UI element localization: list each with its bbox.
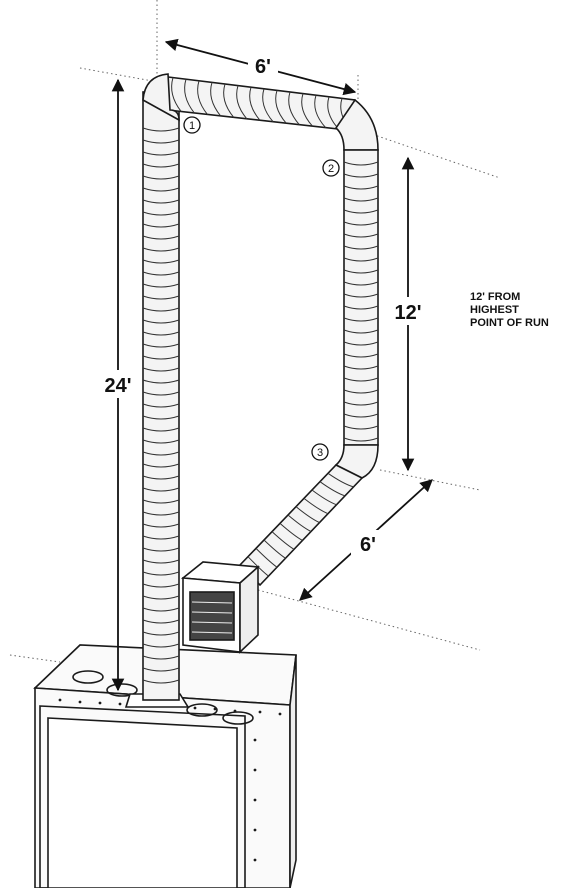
duct-rib: [142, 439, 180, 444]
duct-rib: [142, 139, 180, 144]
duct-rib: [142, 583, 180, 588]
duct-rib: [343, 353, 379, 358]
duct-rib: [343, 401, 379, 406]
duct-rib: [343, 305, 379, 310]
duct-rib: [142, 607, 180, 612]
duct-rib: [343, 365, 379, 370]
duct-rib: [142, 247, 180, 252]
duct-rib: [255, 547, 278, 568]
termination-box: [180, 561, 260, 654]
duct-rib: [142, 319, 180, 324]
marker-1: 1: [183, 116, 201, 134]
duct-rib: [343, 329, 379, 334]
duct-rib: [343, 341, 379, 346]
duct-rib: [301, 93, 313, 127]
dim-right-drop: 12': [394, 302, 421, 324]
duct-rib: [343, 233, 379, 238]
duct-rib: [271, 531, 295, 550]
duct-rib: [142, 223, 180, 228]
duct-rib: [142, 355, 180, 360]
duct-rib: [142, 643, 180, 648]
duct-rib: [343, 185, 379, 190]
marker-3: 3: [311, 443, 329, 461]
duct-rib: [343, 389, 379, 394]
duct-rib: [343, 317, 379, 322]
duct-rib: [142, 379, 180, 384]
duct-rib: [142, 307, 180, 312]
dim-top-width: 6': [255, 56, 271, 78]
note-line-3: POINT OF RUN: [470, 317, 549, 329]
duct-rib: [142, 199, 180, 204]
dim-total-height: 24': [104, 375, 131, 397]
duct-rib: [142, 595, 180, 600]
duct-rib: [142, 475, 180, 480]
marker-1-label: 1: [189, 120, 195, 132]
duct-rib: [142, 415, 180, 420]
duct-rib: [142, 631, 180, 636]
note-line-1: 12' FROM: [470, 291, 520, 303]
duct-vertical-left: [142, 91, 180, 701]
duct-rib: [247, 556, 269, 577]
duct-rib: [142, 235, 180, 240]
duct-rib: [142, 187, 180, 192]
duct-rib: [142, 451, 180, 456]
duct-rib: [142, 619, 180, 624]
duct-rib: [142, 331, 180, 336]
fireplace-unit: [33, 644, 297, 888]
duct-rib: [314, 95, 326, 128]
duct-rib: [142, 163, 180, 168]
duct-rib: [142, 511, 180, 516]
duct-rib: [142, 391, 180, 396]
duct-rib: [142, 295, 180, 300]
duct-rib: [343, 161, 379, 166]
duct-rib: [343, 257, 379, 262]
duct-rib: [343, 209, 379, 214]
duct-rib: [142, 667, 180, 672]
duct-rib: [343, 221, 379, 226]
duct-rib: [142, 127, 180, 132]
note-highest-point: 12' FROM HIGHEST POINT OF RUN: [470, 291, 549, 329]
dim-bottom-run: 6': [360, 534, 376, 556]
marker-2: 2: [322, 159, 340, 177]
duct-rib: [142, 259, 180, 264]
duct-rib: [142, 559, 180, 564]
duct-rib: [343, 245, 379, 250]
duct-rib: [142, 343, 180, 348]
marker-3-label: 3: [317, 447, 323, 459]
duct-rib: [343, 197, 379, 202]
duct-rib: [142, 367, 180, 372]
duct-rib: [343, 173, 379, 178]
duct-rib: [142, 571, 180, 576]
duct-rib: [343, 269, 379, 274]
marker-2-label: 2: [328, 163, 334, 175]
duct-rib: [142, 535, 180, 540]
duct-rib: [142, 403, 180, 408]
duct-rib: [142, 283, 180, 288]
duct-rib: [142, 679, 180, 684]
duct-rib: [142, 211, 180, 216]
duct-rib: [142, 427, 180, 432]
duct-rib: [343, 413, 379, 418]
duct-rib: [142, 655, 180, 660]
duct-rib: [142, 151, 180, 156]
duct-rib: [343, 281, 379, 286]
duct-rib: [343, 437, 379, 442]
duct-rib: [343, 425, 379, 430]
duct-rib: [142, 499, 180, 504]
elbow-1: [142, 73, 180, 122]
duct-rib: [142, 175, 180, 180]
duct-rib: [343, 377, 379, 382]
duct-vertical-right: [343, 149, 379, 446]
duct-rib: [142, 547, 180, 552]
duct-rib: [142, 487, 180, 492]
duct-rib: [263, 539, 286, 559]
duct-rib: [142, 271, 180, 276]
duct-rib: [142, 463, 180, 468]
note-line-2: HIGHEST: [470, 304, 519, 316]
duct-rib: [343, 293, 379, 298]
flex-duct: [142, 73, 379, 701]
duct-rib: [142, 523, 180, 528]
